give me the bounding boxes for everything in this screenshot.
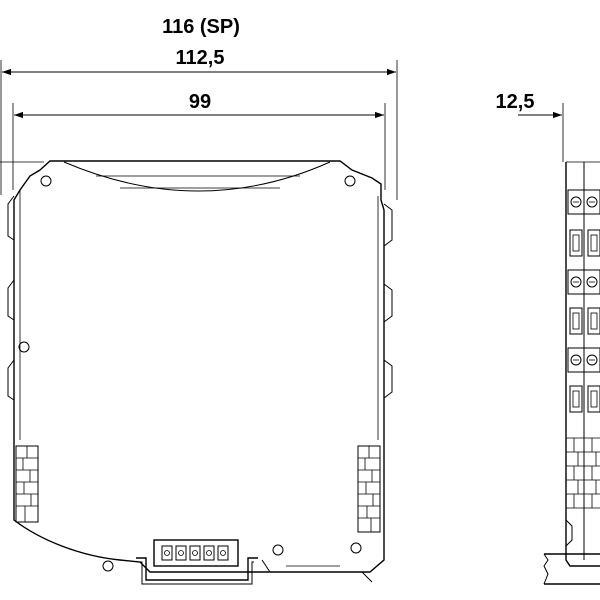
mounting-hole-top-right [344, 175, 356, 187]
dimension-12-5: 12,5 [496, 91, 564, 162]
dim-label-116-sp: 116 (SP) [162, 16, 240, 38]
terminal-pair-1 [569, 229, 600, 257]
bottom-latch-right [261, 559, 373, 583]
vent-grid-right [357, 445, 381, 533]
din-rail-front [136, 557, 258, 581]
dimension-112-5: 112,5 [0, 47, 398, 200]
terminal-block-top [567, 189, 600, 215]
right-clip-middle [383, 283, 393, 323]
mounting-hole-top-left [40, 175, 52, 187]
side-vent-grid [566, 437, 600, 509]
top-cover-arc [63, 161, 331, 192]
terminal-block-middle [567, 269, 600, 295]
terminal-block-lower [567, 347, 600, 373]
mounting-hole-bottom-left [102, 560, 114, 572]
dimension-99: 99 [12, 91, 386, 190]
housing-outline [13, 160, 385, 573]
right-clip-lower [383, 359, 393, 399]
mounting-hole-bottom-right [350, 542, 362, 554]
housing-front-view [0, 160, 393, 585]
dim-label-99: 99 [189, 91, 211, 113]
left-clip-middle [7, 279, 15, 321]
dimension-116-sp: 116 (SP) [162, 16, 240, 38]
housing-side-view [543, 161, 600, 585]
vent-grid-left [15, 445, 39, 523]
bottom-connector [153, 539, 239, 567]
din-rail-front-inner [140, 561, 254, 585]
left-clip-lower [7, 359, 15, 401]
side-outline [565, 162, 600, 567]
mounting-hole-mid-left [18, 341, 30, 353]
dim-label-112-5: 112,5 [176, 47, 225, 69]
side-clip-notch [565, 519, 573, 547]
terminal-pair-2 [569, 307, 600, 335]
left-clip-upper [7, 195, 15, 241]
mounting-hole-bottom-mid [272, 544, 284, 556]
top-cover-line [96, 175, 300, 189]
right-clip-upper [383, 203, 393, 247]
din-rail-side-end [543, 553, 549, 585]
din-rail-side [544, 553, 600, 585]
dim-label-12-5: 12,5 [496, 91, 535, 113]
terminal-pair-3 [569, 385, 600, 413]
